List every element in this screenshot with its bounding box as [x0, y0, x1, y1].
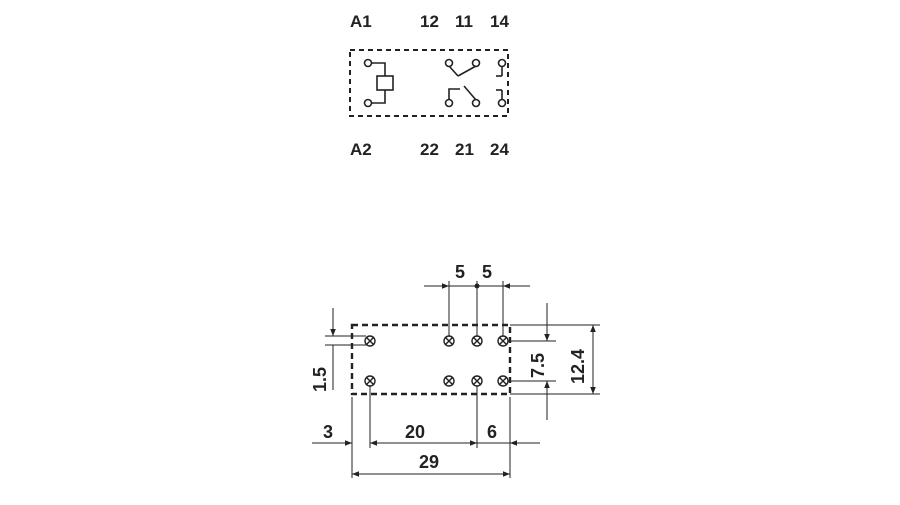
- schematic: A1 12 11 14 A2 22 21 24: [349, 12, 509, 159]
- pin-holes: [364, 335, 509, 387]
- pin: [497, 335, 509, 347]
- dim-label-body-width: 12.4: [568, 349, 588, 384]
- dim-label-row-offset: 1.5: [310, 367, 330, 392]
- terminal-label-21: 21: [455, 140, 474, 159]
- schematic-enclosure: [349, 49, 509, 117]
- dim-row-offset: [325, 308, 366, 390]
- pin: [497, 375, 509, 387]
- footprint: 5 5 1.5 7.5 12.4: [310, 262, 600, 478]
- terminal-label-12: 12: [420, 12, 439, 31]
- terminal-label-22: 22: [420, 140, 439, 159]
- pin: [364, 335, 376, 347]
- coil-symbol: [363, 58, 394, 108]
- pin: [471, 375, 483, 387]
- terminal-label-a1: A1: [350, 12, 372, 31]
- dim-label-row-spacing: 7.5: [528, 353, 548, 378]
- dim-label-pitch-b: 5: [482, 262, 492, 282]
- dim-label-body-length: 29: [419, 452, 439, 472]
- terminal-label-a2: A2: [350, 140, 372, 159]
- terminal-label-14: 14: [490, 12, 509, 31]
- terminal-label-11: 11: [455, 12, 473, 31]
- pin: [364, 375, 376, 387]
- dim-pitch-top: [424, 281, 530, 336]
- dim-label-left-margin: 3: [323, 422, 333, 442]
- dim-label-right-margin: 6: [487, 422, 497, 442]
- contact-set-1: [444, 58, 507, 77]
- footprint-outline: [350, 323, 512, 396]
- terminal-label-24: 24: [490, 140, 509, 159]
- dim-label-pitch-a: 5: [455, 262, 465, 282]
- dim-row-spacing: [508, 303, 600, 420]
- contact-set-2: [444, 85, 507, 108]
- pin: [471, 335, 483, 347]
- dim-bottom-row: [312, 386, 540, 478]
- dim-label-coil-to-contact: 20: [405, 422, 425, 442]
- pin: [443, 335, 455, 347]
- pin: [443, 375, 455, 387]
